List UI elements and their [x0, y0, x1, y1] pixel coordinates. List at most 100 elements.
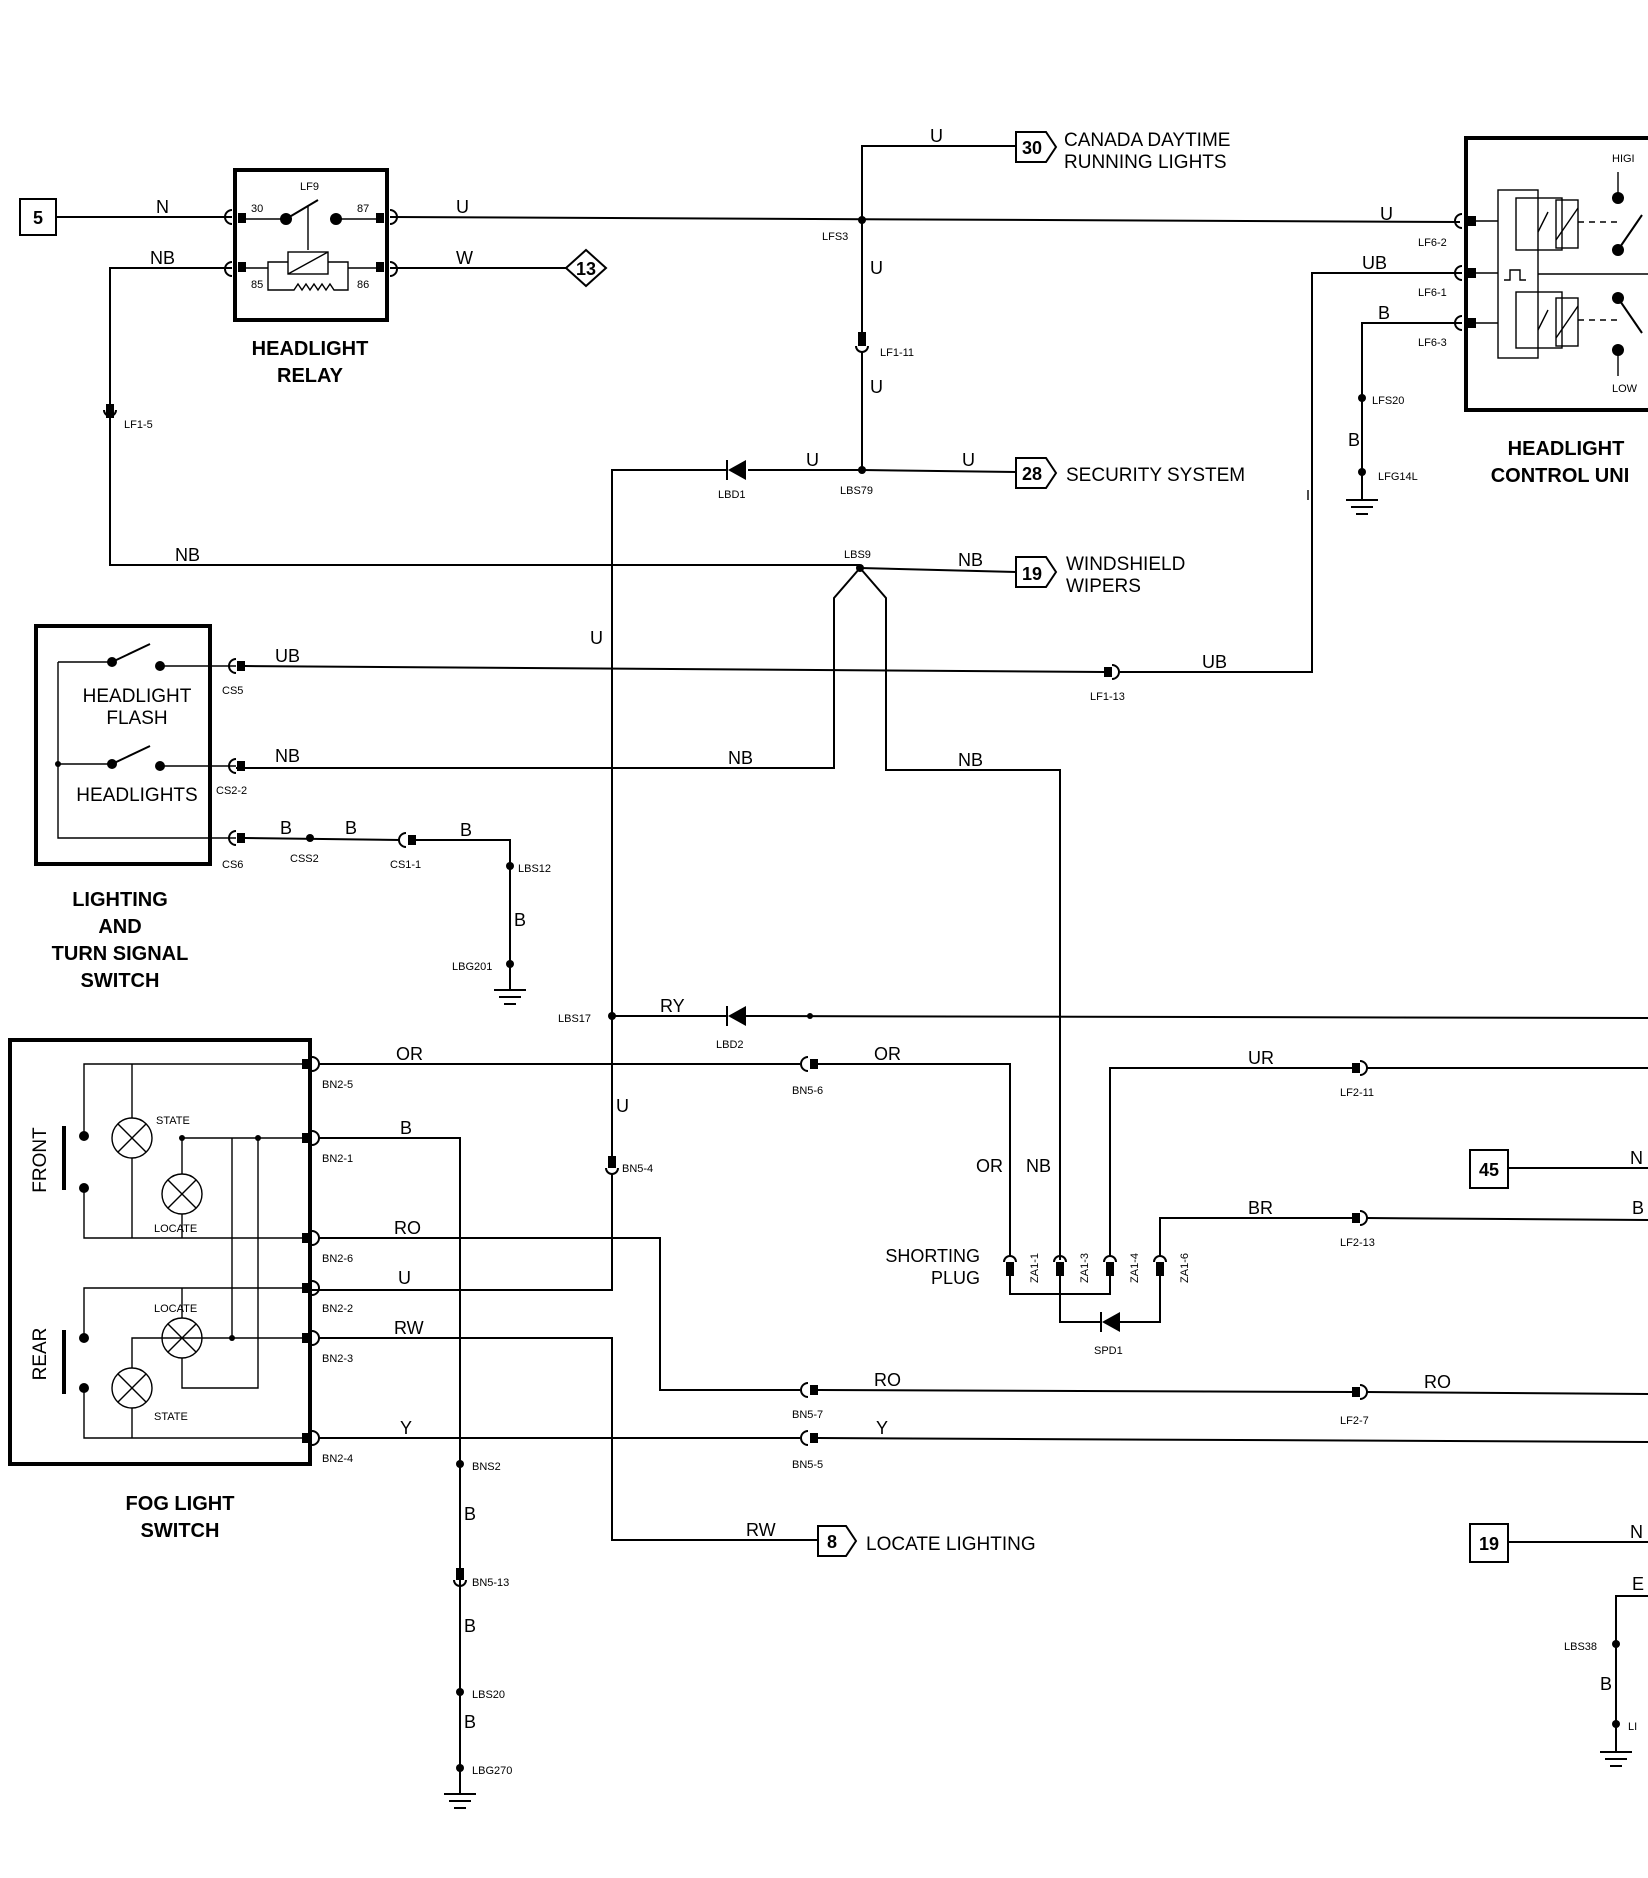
label-nb: NB	[958, 550, 983, 570]
label-security-system: SECURITY SYSTEM	[1066, 465, 1245, 486]
label-lfg14l: LFG14L	[1378, 471, 1418, 483]
label-30: 30	[1022, 138, 1042, 158]
label-28: 28	[1022, 464, 1042, 484]
label-flash: FLASH	[106, 708, 167, 729]
label-locate: LOCATE	[154, 1223, 197, 1235]
label-lf2-13: LF2-13	[1340, 1237, 1375, 1249]
label-canada-daytime: CANADA DAYTIME	[1064, 130, 1230, 151]
label-nb: NB	[958, 750, 983, 770]
relay-pin-30: 30	[251, 203, 263, 215]
label-nb: NB	[728, 748, 753, 768]
label-bn5-7: BN5-7	[792, 1409, 823, 1421]
label-b: B	[400, 1118, 412, 1138]
label-cs1-1: CS1-1	[390, 859, 421, 871]
label-u: U	[930, 126, 943, 146]
label-lbs79: LBS79	[840, 485, 873, 497]
label-lf2-7: LF2-7	[1340, 1415, 1369, 1427]
label-lf1-5: LF1-5	[124, 419, 153, 431]
label-b: B	[464, 1712, 476, 1732]
label-lfs20: LFS20	[1372, 395, 1404, 407]
ref-arrow-19	[1015, 556, 1058, 588]
label-u: U	[616, 1096, 629, 1116]
label-wipers: WIPERS	[1066, 576, 1141, 597]
label-state: STATE	[154, 1411, 188, 1423]
label-front: FRONT	[30, 1127, 51, 1193]
label-u: U	[806, 450, 819, 470]
label-lf6-1: LF6-1	[1418, 287, 1447, 299]
label-b: B	[514, 910, 526, 930]
label-bn5-13: BN5-13	[472, 1577, 509, 1589]
label-or: OR	[396, 1044, 423, 1064]
label-ro: RO	[1424, 1372, 1451, 1392]
label-headlight: HEADLIGHT	[83, 686, 192, 707]
label-bn5-5: BN5-5	[792, 1459, 823, 1471]
label-running-lights: RUNNING LIGHTS	[1064, 152, 1227, 173]
label-za1-6: ZA1-6	[1179, 1253, 1191, 1283]
label-lbs38: LBS38	[1564, 1641, 1597, 1653]
label-za1-1: ZA1-1	[1029, 1253, 1041, 1283]
label-b: B	[280, 818, 292, 838]
label-nb: NB	[1026, 1156, 1051, 1176]
label-lbs17: LBS17	[558, 1013, 591, 1025]
label-headlights: HEADLIGHTS	[76, 785, 197, 806]
label-control-uni: CONTROL UNI	[1491, 465, 1630, 487]
label-lbg201: LBG201	[452, 961, 492, 973]
label-low: LOW	[1612, 383, 1638, 395]
label-rw: RW	[394, 1318, 424, 1338]
fog-light-switch: STATE LOCATE LOCATE STATE FRONT REAR FOG…	[8, 1038, 312, 1542]
label-19: 19	[1022, 564, 1042, 584]
label-lf6-3: LF6-3	[1418, 337, 1447, 349]
label-turn-signal: TURN SIGNAL	[52, 943, 189, 965]
label-b: B	[1378, 303, 1390, 323]
label-bn2-2: BN2-2	[322, 1303, 353, 1315]
label-u: U	[870, 377, 883, 397]
label-nb: NB	[175, 545, 200, 565]
relay-pin-85: 85	[251, 279, 263, 291]
label-lf1-11: LF1-11	[880, 347, 914, 359]
label-switch: SWITCH	[81, 970, 160, 992]
label-lbg270: LBG270	[472, 1765, 512, 1777]
ref-arrow-30	[1015, 131, 1058, 163]
label-ro: RO	[874, 1370, 901, 1390]
headlight-relay: LF9 30 87 85 86 HEADLIGHT RELAY	[233, 168, 389, 387]
label-b: B	[460, 820, 472, 840]
label-cs2-2: CS2-2	[216, 785, 247, 797]
label-spd1: SPD1	[1094, 1345, 1123, 1357]
label-lighting: LIGHTING	[72, 889, 168, 911]
label-ub: UB	[275, 646, 300, 666]
ref-diamond-13	[564, 248, 608, 288]
label-nb: NB	[275, 746, 300, 766]
label-headlight: HEADLIGHT	[1508, 438, 1625, 460]
label-lbs9: LBS9	[844, 549, 871, 561]
label-higi: HIGI	[1612, 153, 1635, 165]
label-locate-lighting: LOCATE LIGHTING	[866, 1534, 1036, 1555]
label-b: B	[1348, 430, 1360, 450]
ref-arrow-28	[1015, 457, 1058, 489]
label-lfs3: LFS3	[822, 231, 848, 243]
label-bns2: BNS2	[472, 1461, 501, 1473]
label-n: N	[1630, 1148, 1643, 1168]
label-b: B	[1600, 1674, 1612, 1694]
relay-title-1: HEADLIGHT	[252, 338, 369, 360]
label-lbd1: LBD1	[718, 489, 746, 501]
label-css2: CSS2	[290, 853, 319, 865]
label-lf6-2: LF6-2	[1418, 237, 1447, 249]
label-8: 8	[827, 1532, 837, 1552]
label-bn5-6: BN5-6	[792, 1085, 823, 1097]
label-w: W	[456, 248, 473, 268]
label-ub: UB	[1362, 253, 1387, 273]
relay-title-2: RELAY	[277, 365, 344, 387]
label-n: N	[1630, 1522, 1643, 1542]
label-switch: SWITCH	[141, 1520, 220, 1542]
label-u: U	[398, 1268, 411, 1288]
label-b: B	[345, 818, 357, 838]
label-b: B	[1632, 1198, 1644, 1218]
label-y: Y	[400, 1418, 412, 1438]
label-fog-light: FOG LIGHT	[126, 1493, 235, 1515]
label-bn5-4: BN5-4	[622, 1163, 653, 1175]
label-nb: NB	[150, 248, 175, 268]
label-13: 13	[576, 259, 596, 279]
label-rear: REAR	[30, 1328, 51, 1381]
relay-id: LF9	[300, 181, 319, 193]
label-lbs20: LBS20	[472, 1689, 505, 1701]
